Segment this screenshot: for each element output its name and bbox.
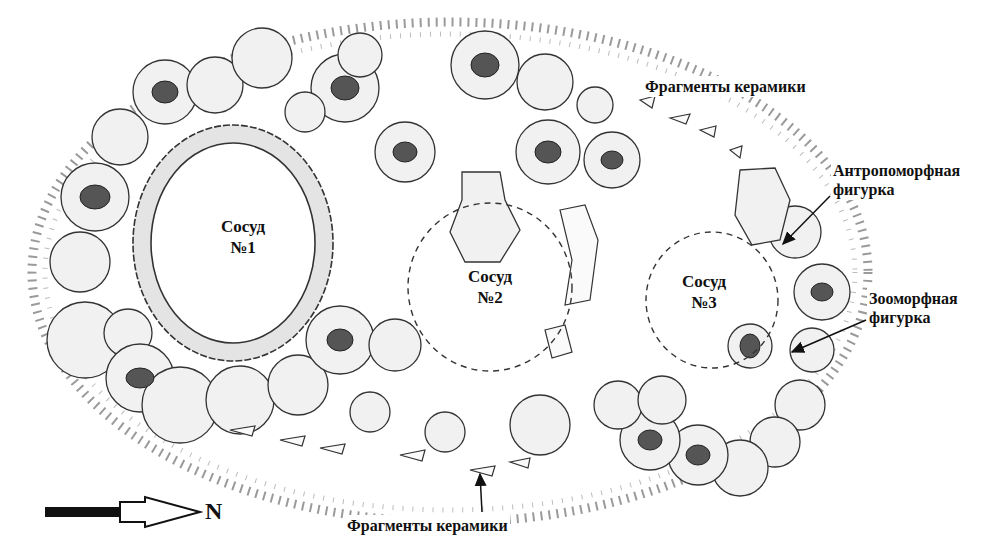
figurine-label: Антропоморфная фигурка xyxy=(831,160,1003,200)
fragments-label: Фрагменты керамики xyxy=(643,76,808,97)
vessel-mouth xyxy=(151,143,315,343)
vessel-label: Сосуд №1 xyxy=(208,215,278,260)
vessel-cluster xyxy=(47,28,850,496)
leader-line xyxy=(792,320,866,352)
vessel-rims xyxy=(80,53,833,465)
vessel-rim xyxy=(133,125,333,361)
vessel-node: Сосуд №1 xyxy=(131,123,335,363)
pit-outline xyxy=(32,22,868,522)
leader-line xyxy=(783,196,830,244)
vessel-label: Сосуд №2 xyxy=(455,265,525,310)
north-arrow-head xyxy=(120,497,200,527)
vessel-trace xyxy=(408,203,572,371)
north-label: N xyxy=(203,498,224,524)
fragments-label: Фрагменты керамики xyxy=(345,515,510,536)
leader-line xyxy=(480,474,482,512)
vessel-node: Сосуд №2 xyxy=(406,201,574,373)
vessel-label: Сосуд №3 xyxy=(669,270,739,315)
pit-hatching xyxy=(45,34,855,510)
vessel-trace xyxy=(646,232,778,368)
vessel-node: Сосуд №3 xyxy=(644,230,780,370)
figurine-label: Зооморфная фигурка xyxy=(867,288,1003,328)
